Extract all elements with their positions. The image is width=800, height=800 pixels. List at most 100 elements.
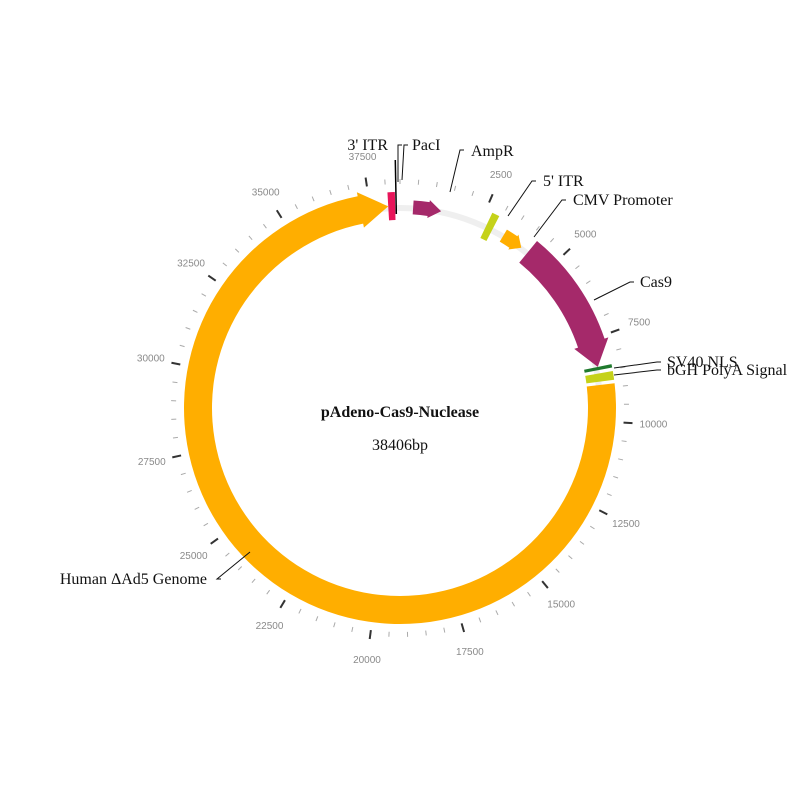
major-tick	[541, 580, 549, 589]
major-tick	[460, 623, 466, 633]
tick-label: 17500	[456, 647, 484, 658]
minor-tick	[550, 237, 555, 243]
major-tick	[623, 421, 633, 425]
minor-tick	[263, 223, 267, 229]
tick-label: 30000	[137, 354, 165, 365]
minor-tick	[201, 293, 207, 297]
minor-tick	[589, 525, 595, 530]
tick-label: 5000	[574, 229, 597, 240]
major-tick	[598, 509, 608, 516]
human-ad5-genome-leader-line	[215, 551, 251, 580]
tick-label: 27500	[138, 457, 166, 468]
three-itr-leader-line	[397, 144, 402, 182]
minor-tick	[333, 622, 336, 628]
minor-tick	[568, 555, 573, 560]
minor-tick	[179, 344, 185, 348]
sv40-nls-label: SV40 NLS	[667, 354, 738, 371]
minor-tick	[425, 630, 427, 636]
major-tick	[364, 177, 368, 187]
major-tick	[610, 328, 620, 334]
major-tick	[488, 193, 494, 203]
three-itr-feature	[387, 192, 396, 221]
plasmid-name: pAdeno-Cas9-Nuclease	[321, 404, 479, 421]
minor-tick	[603, 312, 609, 316]
five-itr-feature	[480, 212, 500, 242]
pac-i-site	[394, 160, 398, 215]
tick-label: 20000	[353, 655, 381, 666]
cmv-promoter-leader-line	[533, 199, 566, 238]
minor-tick	[172, 381, 178, 384]
major-tick	[207, 274, 217, 282]
minor-tick	[329, 189, 332, 195]
minor-tick	[186, 489, 192, 493]
minor-tick	[535, 226, 540, 231]
three-itr-label: 3' ITR	[347, 137, 388, 154]
tick-label: 15000	[547, 599, 575, 610]
minor-tick	[225, 552, 230, 557]
minor-tick	[347, 184, 350, 191]
minor-tick	[251, 578, 256, 584]
minor-tick	[613, 475, 619, 479]
major-tick	[279, 599, 286, 609]
tick-label: 12500	[612, 519, 640, 530]
minor-tick	[585, 280, 591, 284]
minor-tick	[194, 506, 200, 510]
tick-label: 10000	[640, 420, 668, 431]
tick-label: 7500	[628, 317, 651, 328]
minor-tick	[621, 440, 627, 443]
minor-tick	[237, 566, 243, 571]
plasmid-length: 38406bp	[372, 437, 428, 454]
minor-tick	[505, 205, 509, 211]
feature-layer	[184, 160, 616, 625]
sv40-nls-leader-line	[613, 361, 661, 369]
minor-tick	[495, 610, 499, 616]
amp-r-leader-line	[449, 149, 464, 193]
major-tick	[171, 361, 181, 366]
minor-tick	[234, 248, 240, 253]
minor-tick	[248, 235, 253, 241]
major-tick	[368, 629, 372, 640]
minor-tick	[555, 568, 560, 573]
tick-label: 2500	[490, 170, 513, 181]
minor-tick	[471, 190, 475, 197]
amp-r-label: AmpR	[471, 143, 514, 160]
cmv-promoter-feature	[499, 229, 522, 250]
minor-tick	[527, 591, 531, 597]
major-tick	[210, 537, 219, 545]
cas9-feature	[519, 241, 609, 367]
minor-tick	[511, 601, 516, 607]
tick-layer: 2500 5000 7500 10000 12500 15000 17500 20000 225…	[137, 152, 668, 666]
tick-label: 25000	[180, 551, 208, 562]
tick-label: 32500	[177, 259, 205, 270]
minor-tick	[222, 262, 228, 267]
major-tick	[275, 209, 283, 219]
minor-tick	[172, 436, 179, 439]
cas9-label: Cas9	[640, 274, 672, 291]
five-itr-leader-line	[507, 180, 536, 217]
minor-tick	[351, 626, 354, 632]
minor-tick	[192, 309, 198, 313]
minor-tick	[616, 348, 622, 351]
minor-tick	[579, 540, 585, 545]
minor-tick	[618, 458, 624, 461]
amp-r-feature	[412, 200, 442, 218]
minor-tick	[478, 617, 482, 623]
bgh-polya-leader-line	[613, 369, 661, 376]
minor-tick	[185, 327, 191, 330]
bgh-polya-label: bGH PolyA Signal	[667, 362, 788, 379]
pac-i-leader-line	[401, 144, 408, 181]
minor-tick	[298, 608, 302, 614]
bgh-polya-feature	[585, 371, 615, 384]
minor-tick	[180, 472, 186, 476]
sv40-nls-feature	[584, 364, 613, 373]
minor-tick	[435, 181, 438, 188]
minor-tick	[453, 185, 457, 191]
cmv-promoter-label: CMV Promoter	[573, 192, 673, 209]
minor-tick	[203, 522, 209, 527]
major-tick	[562, 247, 571, 256]
five-itr-label: 5' ITR	[543, 173, 584, 190]
tick-label: 22500	[256, 621, 284, 632]
tick-label: 37500	[349, 152, 377, 163]
minor-tick	[315, 616, 319, 622]
minor-tick	[620, 366, 626, 369]
